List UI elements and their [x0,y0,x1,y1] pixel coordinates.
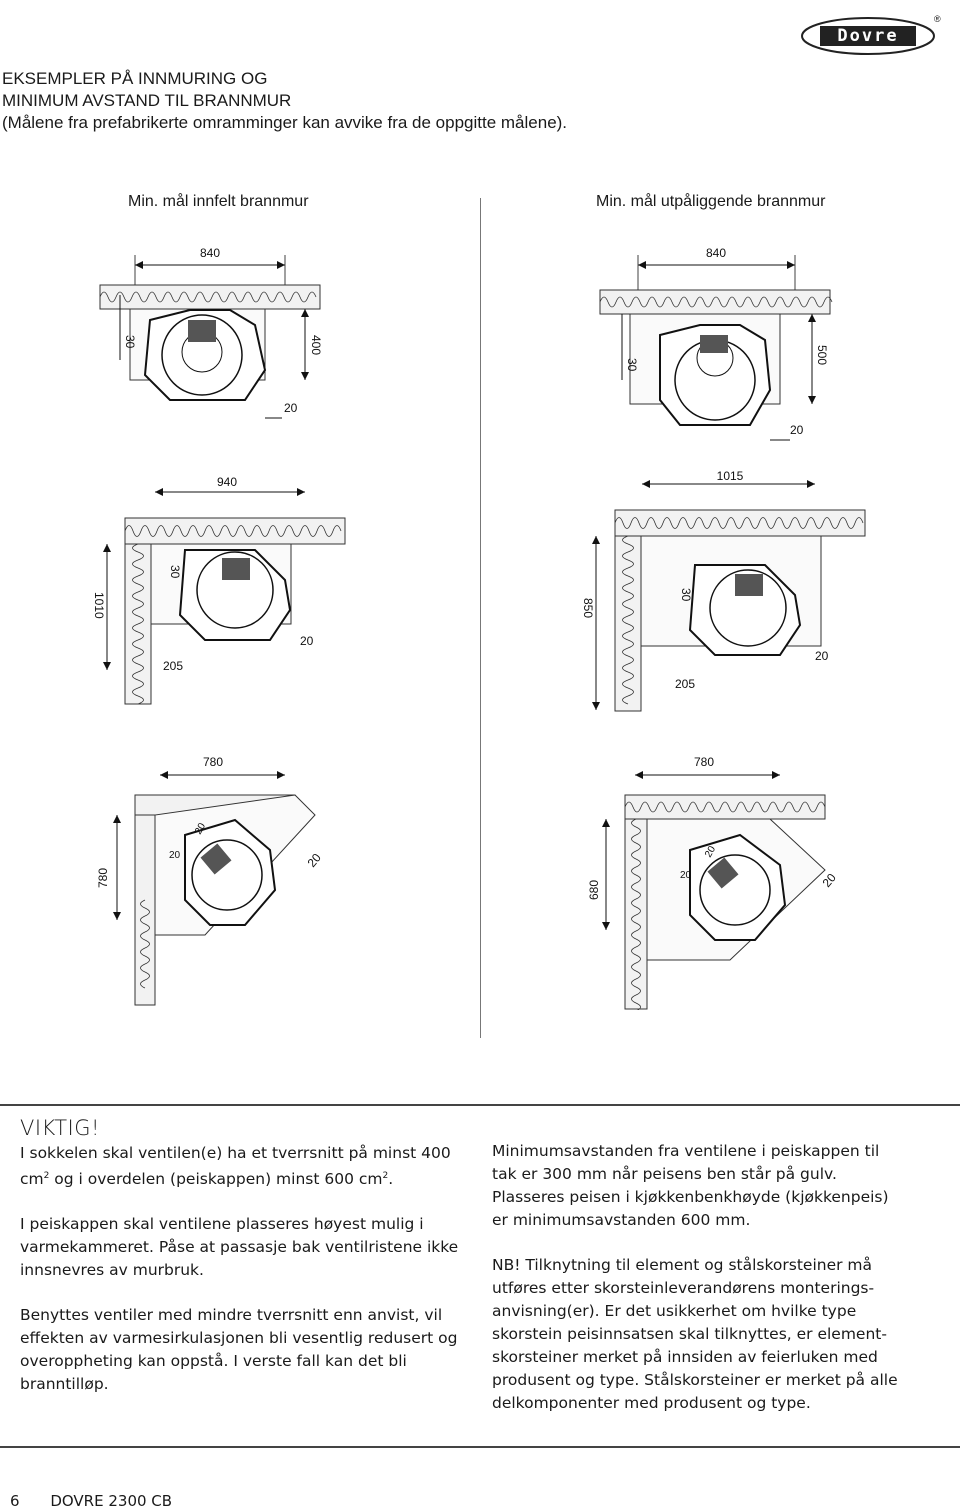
svg-text:30: 30 [679,588,693,602]
svg-text:850: 850 [581,598,595,618]
diagram-2: 840 30 500 20 [599,246,833,441]
svg-text:30: 30 [625,358,639,372]
page-footer: 6 DOVRE 2300 CB [10,1492,198,1510]
diagram-1: 840 30 400 20 [99,246,323,419]
notice-right-column: Minimumsavstanden fra ventilene i peiska… [492,1140,902,1437]
notice-paragraph-4: Minimumsavstanden fra ventilene i peiska… [492,1142,889,1229]
notice-title: VIKTIG! [20,1116,100,1140]
svg-text:840: 840 [706,246,726,260]
svg-text:30: 30 [168,565,182,579]
svg-text:20: 20 [193,821,208,837]
svg-text:30: 30 [123,335,137,349]
top-rule [0,1104,960,1106]
svg-text:780: 780 [203,755,223,769]
notice-left-column: I sokkelen skal ventilen(e) ha et tverrs… [20,1142,460,1418]
heading-line-2: MINIMUM AVSTAND TIL BRANNMUR [2,91,292,110]
dovre-logo: Dovre ® [796,10,946,62]
notice-paragraph-2: I peiskappen skal ventilene plasseres hø… [20,1215,459,1280]
product-name: DOVRE 2300 CB [50,1492,173,1510]
svg-text:20: 20 [703,844,718,860]
svg-text:780: 780 [96,868,110,888]
svg-text:1010: 1010 [92,592,106,619]
page-number: 6 [10,1492,20,1510]
notice-paragraph-5: NB! Tilknytning til element og stålskors… [492,1256,898,1412]
bottom-rule [0,1446,960,1448]
svg-text:20: 20 [820,870,840,889]
svg-text:840: 840 [200,246,220,260]
svg-text:®: ® [934,14,941,24]
left-column-label: Min. mål innfelt brannmur [128,193,309,210]
heading-line-3: (Målene fra prefabrikerte omramminger ka… [2,113,568,132]
svg-text:205: 205 [163,659,183,673]
svg-text:500: 500 [815,345,829,365]
svg-text:20: 20 [169,850,181,861]
svg-text:940: 940 [217,475,237,489]
diagram-5: 780 780 20 20 20 [96,755,325,1006]
diagram-3: 940 1010 30 205 20 [92,475,346,705]
page-heading: EKSEMPLER PÅ INNMURING OG MINIMUM AVSTAN… [2,68,567,134]
svg-text:20: 20 [305,850,325,869]
svg-text:20: 20 [790,423,804,437]
svg-text:20: 20 [680,870,692,881]
svg-text:20: 20 [815,649,829,663]
svg-text:780: 780 [694,755,714,769]
heading-line-1: EKSEMPLER PÅ INNMURING OG [2,69,268,88]
column-divider [480,198,481,1038]
svg-text:20: 20 [300,634,314,648]
notice-paragraph-1: I sokkelen skal ventilen(e) ha et tverrs… [20,1144,451,1189]
diagram-4: 1015 850 30 205 20 [581,470,866,712]
svg-text:680: 680 [587,880,601,900]
right-column-label: Min. mål utpåliggende brannmur [596,193,826,210]
svg-text:20: 20 [284,401,298,415]
svg-text:205: 205 [675,677,695,691]
svg-text:1015: 1015 [717,470,744,483]
diagram-6: 780 680 20 20 20 [587,755,840,1010]
logo-text: Dovre [837,26,898,46]
notice-paragraph-3: Benyttes ventiler med mindre tverrsnitt … [20,1306,458,1394]
svg-text:400: 400 [309,335,323,355]
